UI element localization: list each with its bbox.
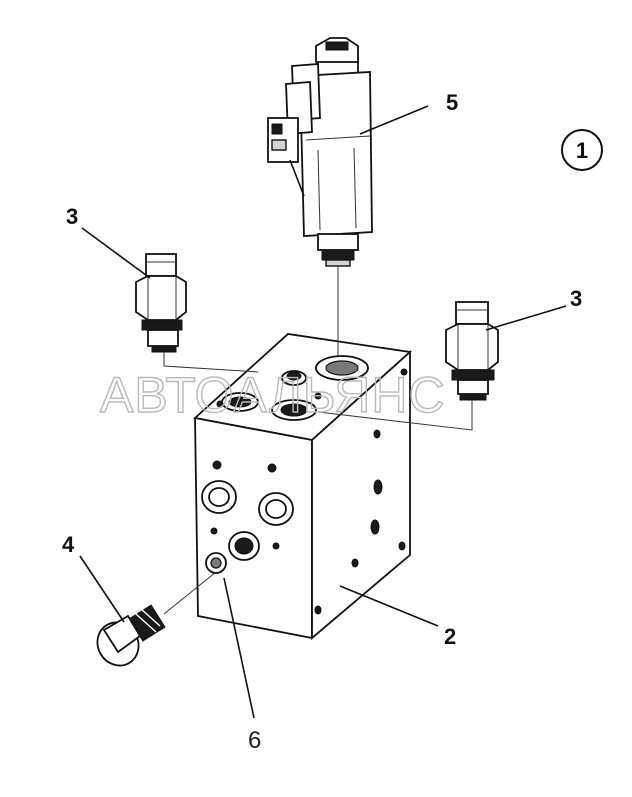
leader-4: [79, 555, 125, 623]
fitting-left: [135, 253, 187, 353]
leader-3-left: [81, 227, 151, 279]
callout-3-left: 3: [66, 204, 78, 229]
assembly-callout-circle: [561, 129, 603, 171]
callout-4: 4: [62, 532, 75, 557]
plug-guide-line: [163, 571, 217, 615]
callout-2: 2: [444, 624, 456, 649]
valve-block: [193, 333, 413, 640]
fitting-left-guide-line: [163, 352, 259, 373]
callout-3-right: 3: [570, 286, 582, 311]
watermark-text: АВТОАЛЬЯНС: [100, 367, 446, 423]
fitting-right-guide-line: [317, 400, 473, 431]
callout-1: 1: [576, 138, 588, 163]
plug: [96, 604, 166, 667]
leader-2: [339, 585, 439, 627]
leader-6: [223, 577, 255, 719]
callout-6: 6: [248, 727, 261, 754]
solenoid-valve: [267, 37, 373, 267]
callout-5: 5: [446, 90, 458, 115]
fitting-right: [445, 301, 499, 401]
leader-5: [359, 105, 429, 135]
leader-3-right: [485, 305, 567, 331]
